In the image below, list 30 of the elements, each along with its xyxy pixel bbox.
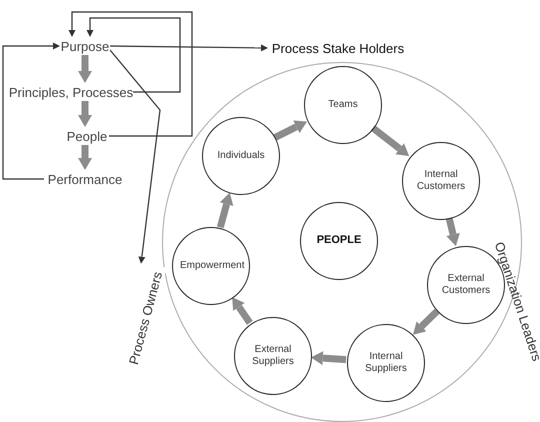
role-circle [304, 66, 382, 144]
role-label: Individuals [217, 150, 265, 162]
role-label: PEOPLE [316, 234, 362, 248]
block-arrow [370, 125, 410, 156]
block-arrow [310, 351, 346, 366]
role-circle [234, 317, 312, 395]
block-arrow [273, 120, 308, 141]
role-circle [202, 117, 280, 195]
role-label: Teams [328, 98, 358, 112]
block-arrow [412, 308, 440, 335]
role-label: External Customers [440, 272, 492, 298]
role-label: External Suppliers [251, 344, 295, 368]
connector-arrow [110, 44, 268, 52]
role-label: Empowerment [180, 260, 242, 272]
block-arrow [78, 145, 92, 170]
block-arrow [78, 101, 92, 127]
role-label: Internal Customers [416, 168, 466, 194]
block-arrow [446, 217, 460, 246]
connector-arrow [68, 11, 193, 137]
role-circle [402, 142, 480, 220]
block-arrow [216, 192, 234, 228]
block-arrow [232, 297, 253, 325]
role-circle [172, 227, 250, 305]
role-circle [300, 202, 378, 280]
role-label: Internal Suppliers [364, 350, 408, 376]
role-circle [347, 324, 425, 402]
connector-arrow [2, 42, 60, 180]
connector-arrow [86, 17, 181, 93]
block-arrow [78, 55, 92, 83]
connector-arrow [110, 50, 161, 264]
